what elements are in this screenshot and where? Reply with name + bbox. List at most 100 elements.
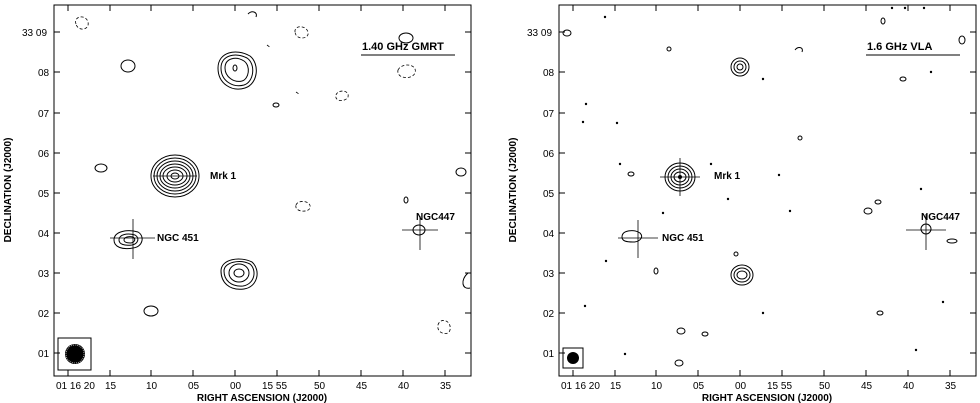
contour-blob — [143, 305, 159, 317]
contour-source-south — [730, 264, 754, 286]
contour-blob — [946, 238, 958, 244]
x-tick-label: 15 — [105, 381, 117, 392]
contour-blob — [584, 102, 588, 106]
y-tick-label: 07 — [38, 109, 50, 120]
contour-blob — [761, 77, 765, 81]
contour-blob — [120, 59, 136, 73]
y-tick-marks — [559, 31, 976, 354]
contour-blob — [676, 327, 686, 335]
source-label-ngc451: NGC 451 — [157, 233, 199, 244]
contour-negative — [75, 16, 89, 30]
contour-negative — [266, 44, 272, 49]
contour-blob — [941, 300, 945, 304]
contour-blob — [455, 167, 467, 177]
panel-gmrt: 01 16 20 15 10 05 00 15 55 50 45 40 35 3… — [3, 4, 472, 403]
x-tick-label: 45 — [356, 381, 368, 392]
contour-mrk1 — [660, 158, 700, 196]
panel-title: 1.40 GHz GMRT — [362, 41, 444, 53]
y-tick-label: 01 — [543, 349, 555, 360]
panel-vla: 01 16 20 15 10 05 00 15 55 50 45 40 35 3… — [508, 4, 977, 403]
contour-blob — [922, 6, 926, 10]
x-tick-label: 00 — [735, 381, 747, 392]
contour-blob — [653, 267, 659, 275]
contour-blob — [247, 11, 257, 18]
contour-ngc451 — [618, 220, 658, 258]
contour-ngc451 — [110, 219, 155, 259]
y-axis-label: DECLINATION (J2000) — [508, 138, 519, 243]
contour-blob — [603, 15, 607, 19]
contour-blob — [726, 197, 730, 201]
beam-indicator — [57, 337, 92, 371]
contour-source-south — [220, 258, 258, 290]
x-tick-label: 10 — [651, 381, 663, 392]
y-tick-label: 04 — [38, 229, 50, 240]
contour-negative — [295, 201, 311, 212]
x-axis-label: RIGHT ASCENSION (J2000) — [197, 393, 327, 403]
x-tick-label: 00 — [230, 381, 242, 392]
y-tick-label: 33 09 — [22, 28, 47, 39]
contour-blob — [701, 331, 709, 337]
y-tick-label: 04 — [543, 229, 555, 240]
contour-blob — [403, 196, 409, 204]
y-tick-label: 03 — [38, 269, 50, 280]
contour-blob — [914, 348, 918, 352]
contour-blob — [462, 272, 471, 289]
x-tick-label: 35 — [945, 381, 957, 392]
x-tick-label: 15 55 — [767, 381, 792, 392]
contour-negative — [437, 320, 451, 334]
x-tick-label: 50 — [819, 381, 831, 392]
y-tick-label: 06 — [543, 149, 555, 160]
contour-blob — [615, 121, 619, 125]
x-tick-label: 15 — [610, 381, 622, 392]
y-tick-label: 06 — [38, 149, 50, 160]
y-tick-marks — [54, 31, 471, 354]
x-tick-label: 45 — [861, 381, 873, 392]
contour-blob — [797, 135, 803, 141]
contour-blob — [398, 32, 414, 44]
x-axis-label: RIGHT ASCENSION (J2000) — [702, 393, 832, 403]
x-tick-label: 40 — [903, 381, 915, 392]
contour-blob — [623, 352, 627, 356]
y-tick-label: 01 — [38, 349, 50, 360]
x-tick-marks — [572, 5, 951, 376]
y-tick-label: 03 — [543, 269, 555, 280]
x-tick-label: 01 16 20 — [56, 381, 95, 392]
x-tick-label: 15 55 — [262, 381, 287, 392]
y-tick-label: 05 — [543, 189, 555, 200]
contour-blob — [272, 102, 280, 108]
contour-blob — [709, 162, 713, 166]
contour-blob — [777, 173, 781, 177]
y-tick-label: 02 — [543, 309, 555, 320]
x-tick-label: 01 16 20 — [561, 381, 600, 392]
contour-blob — [880, 17, 886, 25]
contour-blob — [583, 304, 587, 308]
contour-blob — [627, 171, 635, 177]
contour-negative — [295, 91, 300, 95]
contour-ngc447 — [906, 214, 946, 250]
contour-blob — [903, 6, 907, 10]
y-tick-label: 07 — [543, 109, 555, 120]
contour-blob — [733, 251, 739, 257]
beam-indicator — [562, 347, 584, 369]
contour-blob — [94, 163, 108, 173]
x-tick-marks — [67, 5, 446, 376]
contour-blob — [581, 120, 585, 124]
source-label-ngc447: NGC447 — [921, 212, 960, 223]
contour-negative — [294, 26, 309, 39]
contour-blob — [958, 35, 966, 45]
contour-blob — [761, 311, 765, 315]
contour-negative — [335, 90, 349, 101]
x-tick-label: 05 — [188, 381, 200, 392]
contour-blob — [794, 47, 803, 53]
contour-blob — [890, 6, 894, 10]
contour-source-north — [730, 57, 750, 77]
source-label-mrk1: Mrk 1 — [714, 171, 741, 182]
plot-frame — [53, 4, 472, 377]
x-tick-label: 10 — [146, 381, 158, 392]
panel-title: 1.6 GHz VLA — [867, 41, 932, 53]
y-tick-label: 05 — [38, 189, 50, 200]
contour-blob — [674, 359, 684, 367]
y-tick-label: 08 — [38, 68, 50, 79]
contour-mrk1 — [150, 154, 200, 198]
